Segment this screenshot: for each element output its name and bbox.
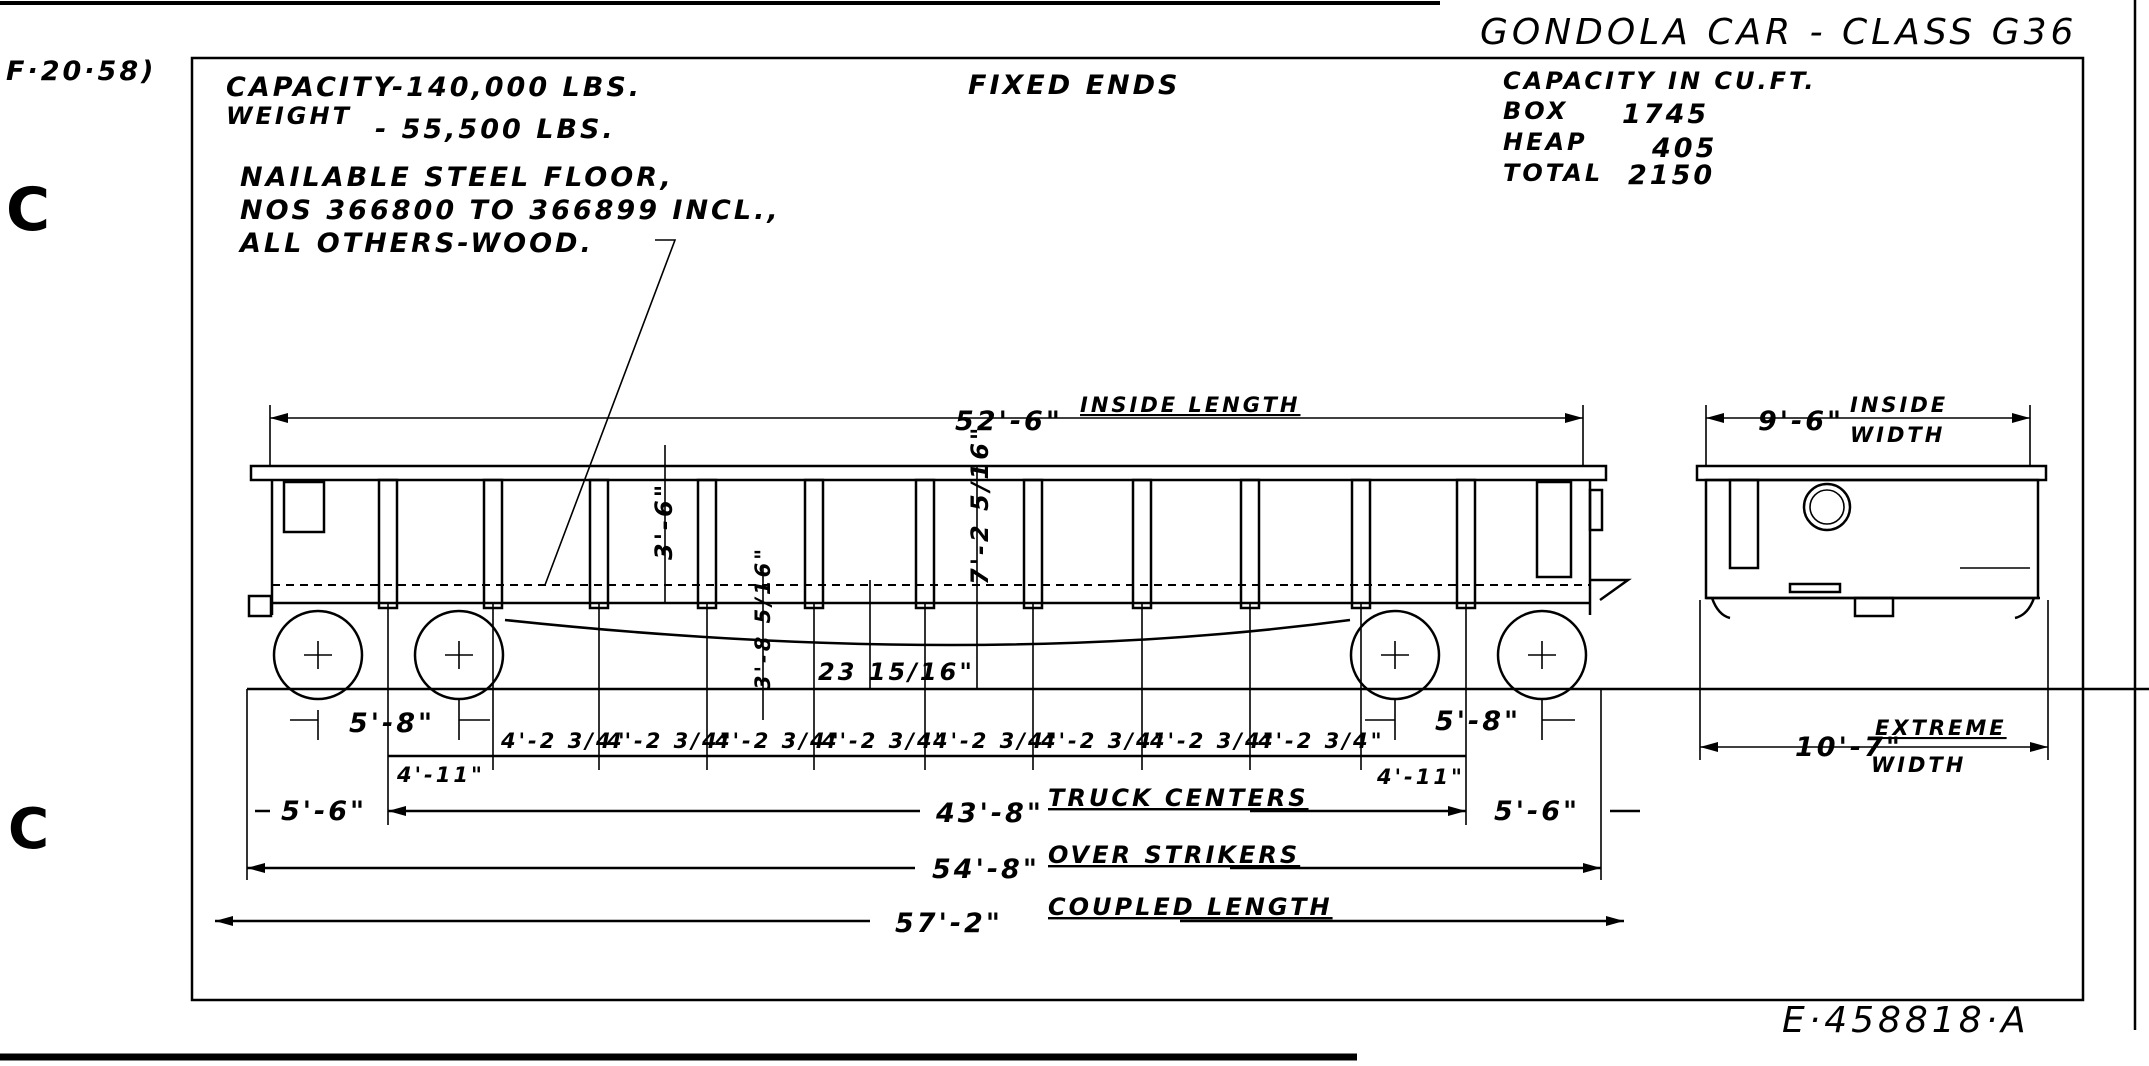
drawing-number: E·458818·A [1782,1000,2030,1041]
inside-width-label-1: INSIDE [1850,393,1948,417]
extreme-width-value: 10'-7" [1795,732,1903,763]
leader-arrow [544,239,677,586]
inside-width-label-2: WIDTH [1850,423,1945,447]
side-stake [1455,478,1477,610]
coupled-length-label: COUPLED LENGTH [1048,893,1333,921]
truck-centers-value: 43'-8" [935,798,1044,829]
cubic-capacity-heading: CAPACITY IN CU.FT. [1503,67,1816,95]
stake-spacing-dim: 4'-2 3/4" [1257,729,1385,753]
side-stake [1131,478,1153,610]
stake-spacing-dim: 4'-2 3/4" [714,729,842,753]
fixed-ends-text: FIXED ENDS [968,70,1180,101]
wheel-center-mark [445,641,473,669]
over-strikers-value: 54'-8" [932,854,1040,885]
total-value: 2150 [1628,160,1715,191]
inside-length-label: INSIDE LENGTH [1080,393,1300,417]
side-stake [803,478,825,610]
revision-note: F·20·58) [6,56,156,87]
car-end-view [1695,464,2048,620]
wheel-center-mark [1381,641,1409,669]
margin-mark: C [6,175,53,245]
heap-label: HEAP [1503,128,1588,156]
end-stake-spacing-left: 4'-11" [396,763,485,787]
wheel [272,609,364,701]
side-stake [914,478,936,610]
stake-spacing-dim: 4'-2 3/4" [821,729,949,753]
wheel [413,609,505,701]
car-side-view [247,464,2149,701]
side-stake [696,478,718,610]
inside-length-value: 52'-6" [955,406,1063,437]
wheel-offset-right: 5'-8" [1435,706,1521,737]
capacity-text: CAPACITY-140,000 LBS. [226,72,642,103]
margin-mark: C [8,797,52,862]
wheel-offset-left: 5'-8" [349,708,435,739]
wheel-center-mark [1528,641,1556,669]
box-value: 1745 [1622,99,1709,130]
side-height-dim: 3'-6" [650,482,678,560]
stake-spacing-dim: 4'-2 3/4" [1040,729,1168,753]
stake-spacing-dim: 4'-2 3/4" [932,729,1060,753]
side-stake [482,478,504,610]
side-stake [1022,478,1044,610]
wheel [1496,609,1588,701]
dimension-lines [215,405,2049,926]
wheel [1349,609,1441,701]
extreme-width-label-2: WIDTH [1871,753,1966,777]
overhang-left: 5'-6" [281,796,367,827]
over-strikers-label: OVER STRIKERS [1048,841,1300,869]
wheel-center-mark [304,641,332,669]
stake-spacing-dim: 4'-2 3/4" [500,729,628,753]
side-stake [1239,478,1261,610]
heap-value: 405 [1651,133,1717,164]
box-label: BOX [1503,97,1568,125]
sheet-title: GONDOLA CAR - CLASS G36 [1480,12,2077,53]
weight-value: - 55,500 LBS. [375,114,616,145]
stake-spacing-dim: 4'-2 3/4" [606,729,734,753]
floor-note-line: ALL OTHERS-WOOD. [238,228,594,259]
inside-width-value: 9'-6" [1758,406,1844,437]
side-stake [1350,478,1372,610]
truck-centers-label: TRUCK CENTERS [1048,784,1309,812]
coupled-length-value: 57'-2" [895,908,1003,939]
rail-height-dim: 7'-2 5/16" [966,425,994,585]
side-stake [588,478,610,610]
end-stake-spacing-right: 4'-11" [1376,765,1465,789]
total-label: TOTAL [1503,159,1603,187]
drawing-frame [190,56,2085,1002]
floor-note-line: NAILABLE STEEL FLOOR, [240,162,674,193]
floor-height-dim: 3'-8 5/16" [751,546,775,690]
extreme-width-label-1: EXTREME [1875,716,2007,740]
stake-spacing-dim: 4'-2 3/4" [1149,729,1277,753]
overhang-right: 5'-6" [1494,796,1580,827]
floor-note-line: NOS 366800 TO 366899 INCL., [240,195,781,226]
weight-label: WEIGHT [226,102,352,130]
side-stake [377,478,399,610]
sill-depth-dim: 23 15/16" [818,658,975,686]
